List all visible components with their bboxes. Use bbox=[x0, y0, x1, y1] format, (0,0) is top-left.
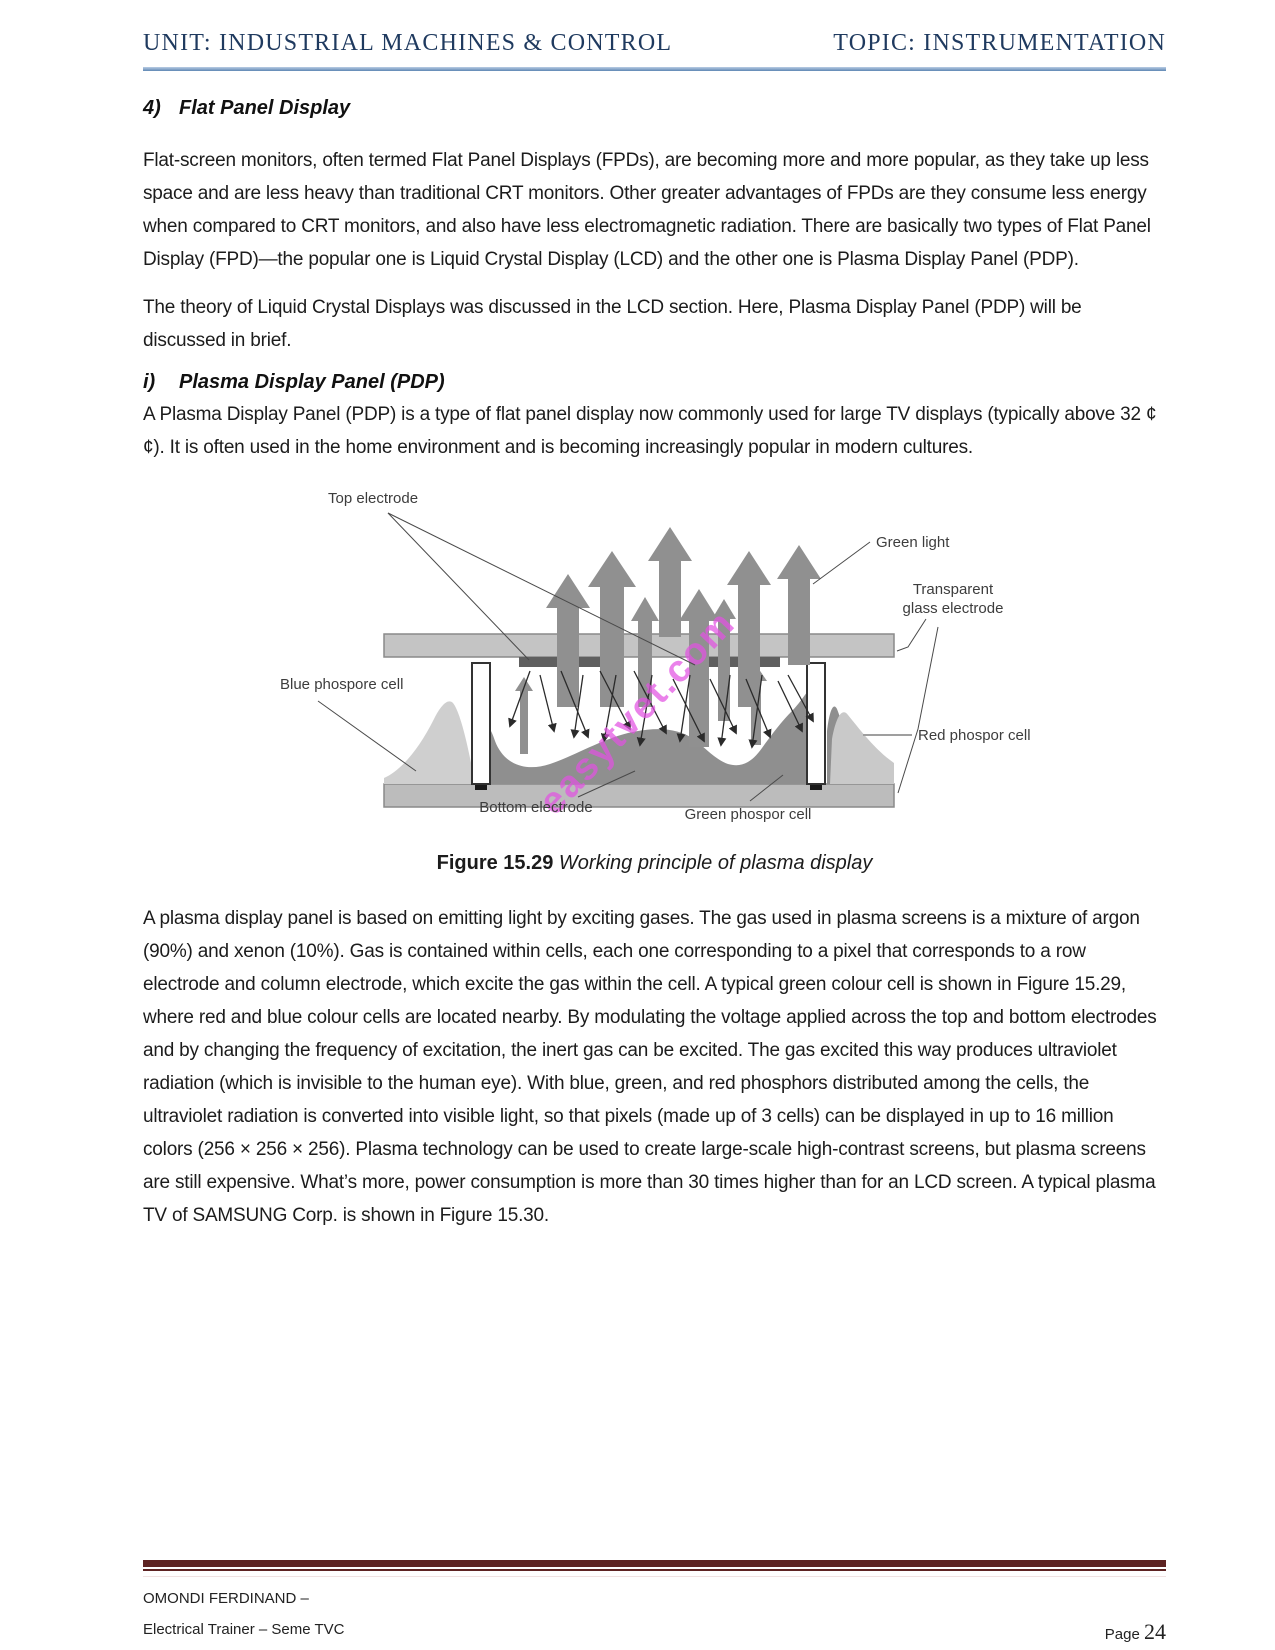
heading-title: Flat Panel Display bbox=[179, 97, 351, 119]
green-light-leader bbox=[812, 541, 871, 585]
up-arrow bbox=[745, 665, 767, 745]
figure-caption-label: Figure 15.29 bbox=[436, 852, 554, 874]
paragraph-lcd-theory: The theory of Liquid Crystal Displays wa… bbox=[143, 297, 1082, 351]
header-unit-title: UNIT: INDUSTRIAL MACHINES & CONTROL bbox=[143, 30, 673, 56]
page-content: UNIT: INDUSTRIAL MACHINES & CONTROL TOPI… bbox=[143, 0, 1166, 1247]
red-phosphor-mound bbox=[830, 712, 894, 784]
page-footer: OMONDI FERDINAND – Electrical Trainer – … bbox=[143, 1560, 1166, 1645]
up-arrow bbox=[679, 589, 719, 747]
footer-rule-thick bbox=[143, 1560, 1166, 1567]
page-number: 24 bbox=[1144, 1619, 1166, 1644]
heading-title: Plasma Display Panel (PDP) bbox=[179, 371, 445, 393]
label-green-cell: Green phospor cell bbox=[685, 806, 812, 823]
header-topic-title: TOPIC: INSTRUMENTATION bbox=[833, 30, 1166, 56]
label-green-light: Green light bbox=[876, 534, 950, 551]
heading-number: i) bbox=[143, 371, 156, 393]
label-transparent-glass-2: glass electrode bbox=[903, 600, 1004, 617]
figure-caption: Figure 15.29 Working principle of plasma… bbox=[143, 852, 1166, 875]
blue-cell-leader bbox=[317, 700, 417, 772]
page-label: Page bbox=[1104, 1626, 1140, 1643]
footer-rule-faint bbox=[143, 1576, 1166, 1577]
paragraph-plasma-detail: A plasma display panel is based on emitt… bbox=[143, 908, 1157, 1226]
figure-caption-text: Working principle of plasma display bbox=[558, 852, 873, 874]
section-heading-flat-panel: 4) Flat Panel Display bbox=[143, 97, 1166, 120]
uv-radiation-arrows bbox=[508, 670, 814, 749]
label-bottom-electrode: Bottom electrode bbox=[479, 799, 592, 816]
paragraph-fpd: Flat-screen monitors, often termed Flat … bbox=[143, 150, 1151, 270]
rib-base-right bbox=[810, 785, 822, 790]
glass-electrode-leader-bottom bbox=[897, 626, 939, 794]
green-cell-leader bbox=[749, 774, 784, 802]
section-heading-pdp: i) Plasma Display Panel (PDP) bbox=[143, 371, 1166, 394]
header-rule bbox=[143, 67, 1166, 71]
plasma-display-diagram: easytvet.com Top electrode Green light T… bbox=[280, 490, 1031, 823]
up-arrow bbox=[648, 527, 692, 637]
up-arrow bbox=[727, 551, 771, 707]
green-phosphor-mound bbox=[474, 689, 820, 784]
glass-electrode-leader-top bbox=[896, 618, 927, 652]
label-red-cell: Red phospor cell bbox=[918, 727, 1031, 744]
footer-rule-thin bbox=[143, 1569, 1166, 1571]
rib-base-left bbox=[475, 785, 487, 790]
barrier-rib-right bbox=[806, 662, 826, 785]
up-arrow bbox=[777, 545, 821, 665]
top-electrode-leader-1 bbox=[387, 512, 530, 661]
leader-lines bbox=[317, 512, 939, 802]
bottom-electrode-leader bbox=[577, 770, 636, 798]
label-transparent-glass-1: Transparent bbox=[913, 581, 994, 598]
blue-phosphor-mound bbox=[384, 701, 474, 784]
up-arrow bbox=[515, 677, 533, 754]
heading-number: 4) bbox=[143, 97, 161, 119]
up-arrow bbox=[588, 551, 636, 707]
top-electrode-leader-2 bbox=[387, 512, 696, 666]
footer-page-block: Page 24 bbox=[1105, 1619, 1166, 1645]
footer-rule-gap bbox=[143, 1567, 1166, 1569]
footer-author-title: Electrical Trainer – Seme TVC bbox=[143, 1621, 345, 1638]
footer-author-name: OMONDI FERDINAND – bbox=[143, 1590, 309, 1607]
label-blue-cell: Blue phospore cell bbox=[280, 676, 403, 693]
figure-plasma-display: easytvet.com Top electrode Green light T… bbox=[143, 479, 1166, 875]
paragraph-pdp-intro: A Plasma Display Panel (PDP) is a type o… bbox=[143, 404, 1157, 458]
page-header: UNIT: INDUSTRIAL MACHINES & CONTROL TOPI… bbox=[143, 0, 1166, 67]
up-arrow bbox=[712, 599, 736, 721]
footer-columns: OMONDI FERDINAND – Electrical Trainer – … bbox=[143, 1583, 1166, 1645]
barrier-rib-left bbox=[471, 662, 491, 785]
label-top-electrode: Top electrode bbox=[328, 490, 418, 507]
light-emission-arrows bbox=[515, 527, 821, 754]
footer-author-block: OMONDI FERDINAND – Electrical Trainer – … bbox=[143, 1583, 344, 1645]
